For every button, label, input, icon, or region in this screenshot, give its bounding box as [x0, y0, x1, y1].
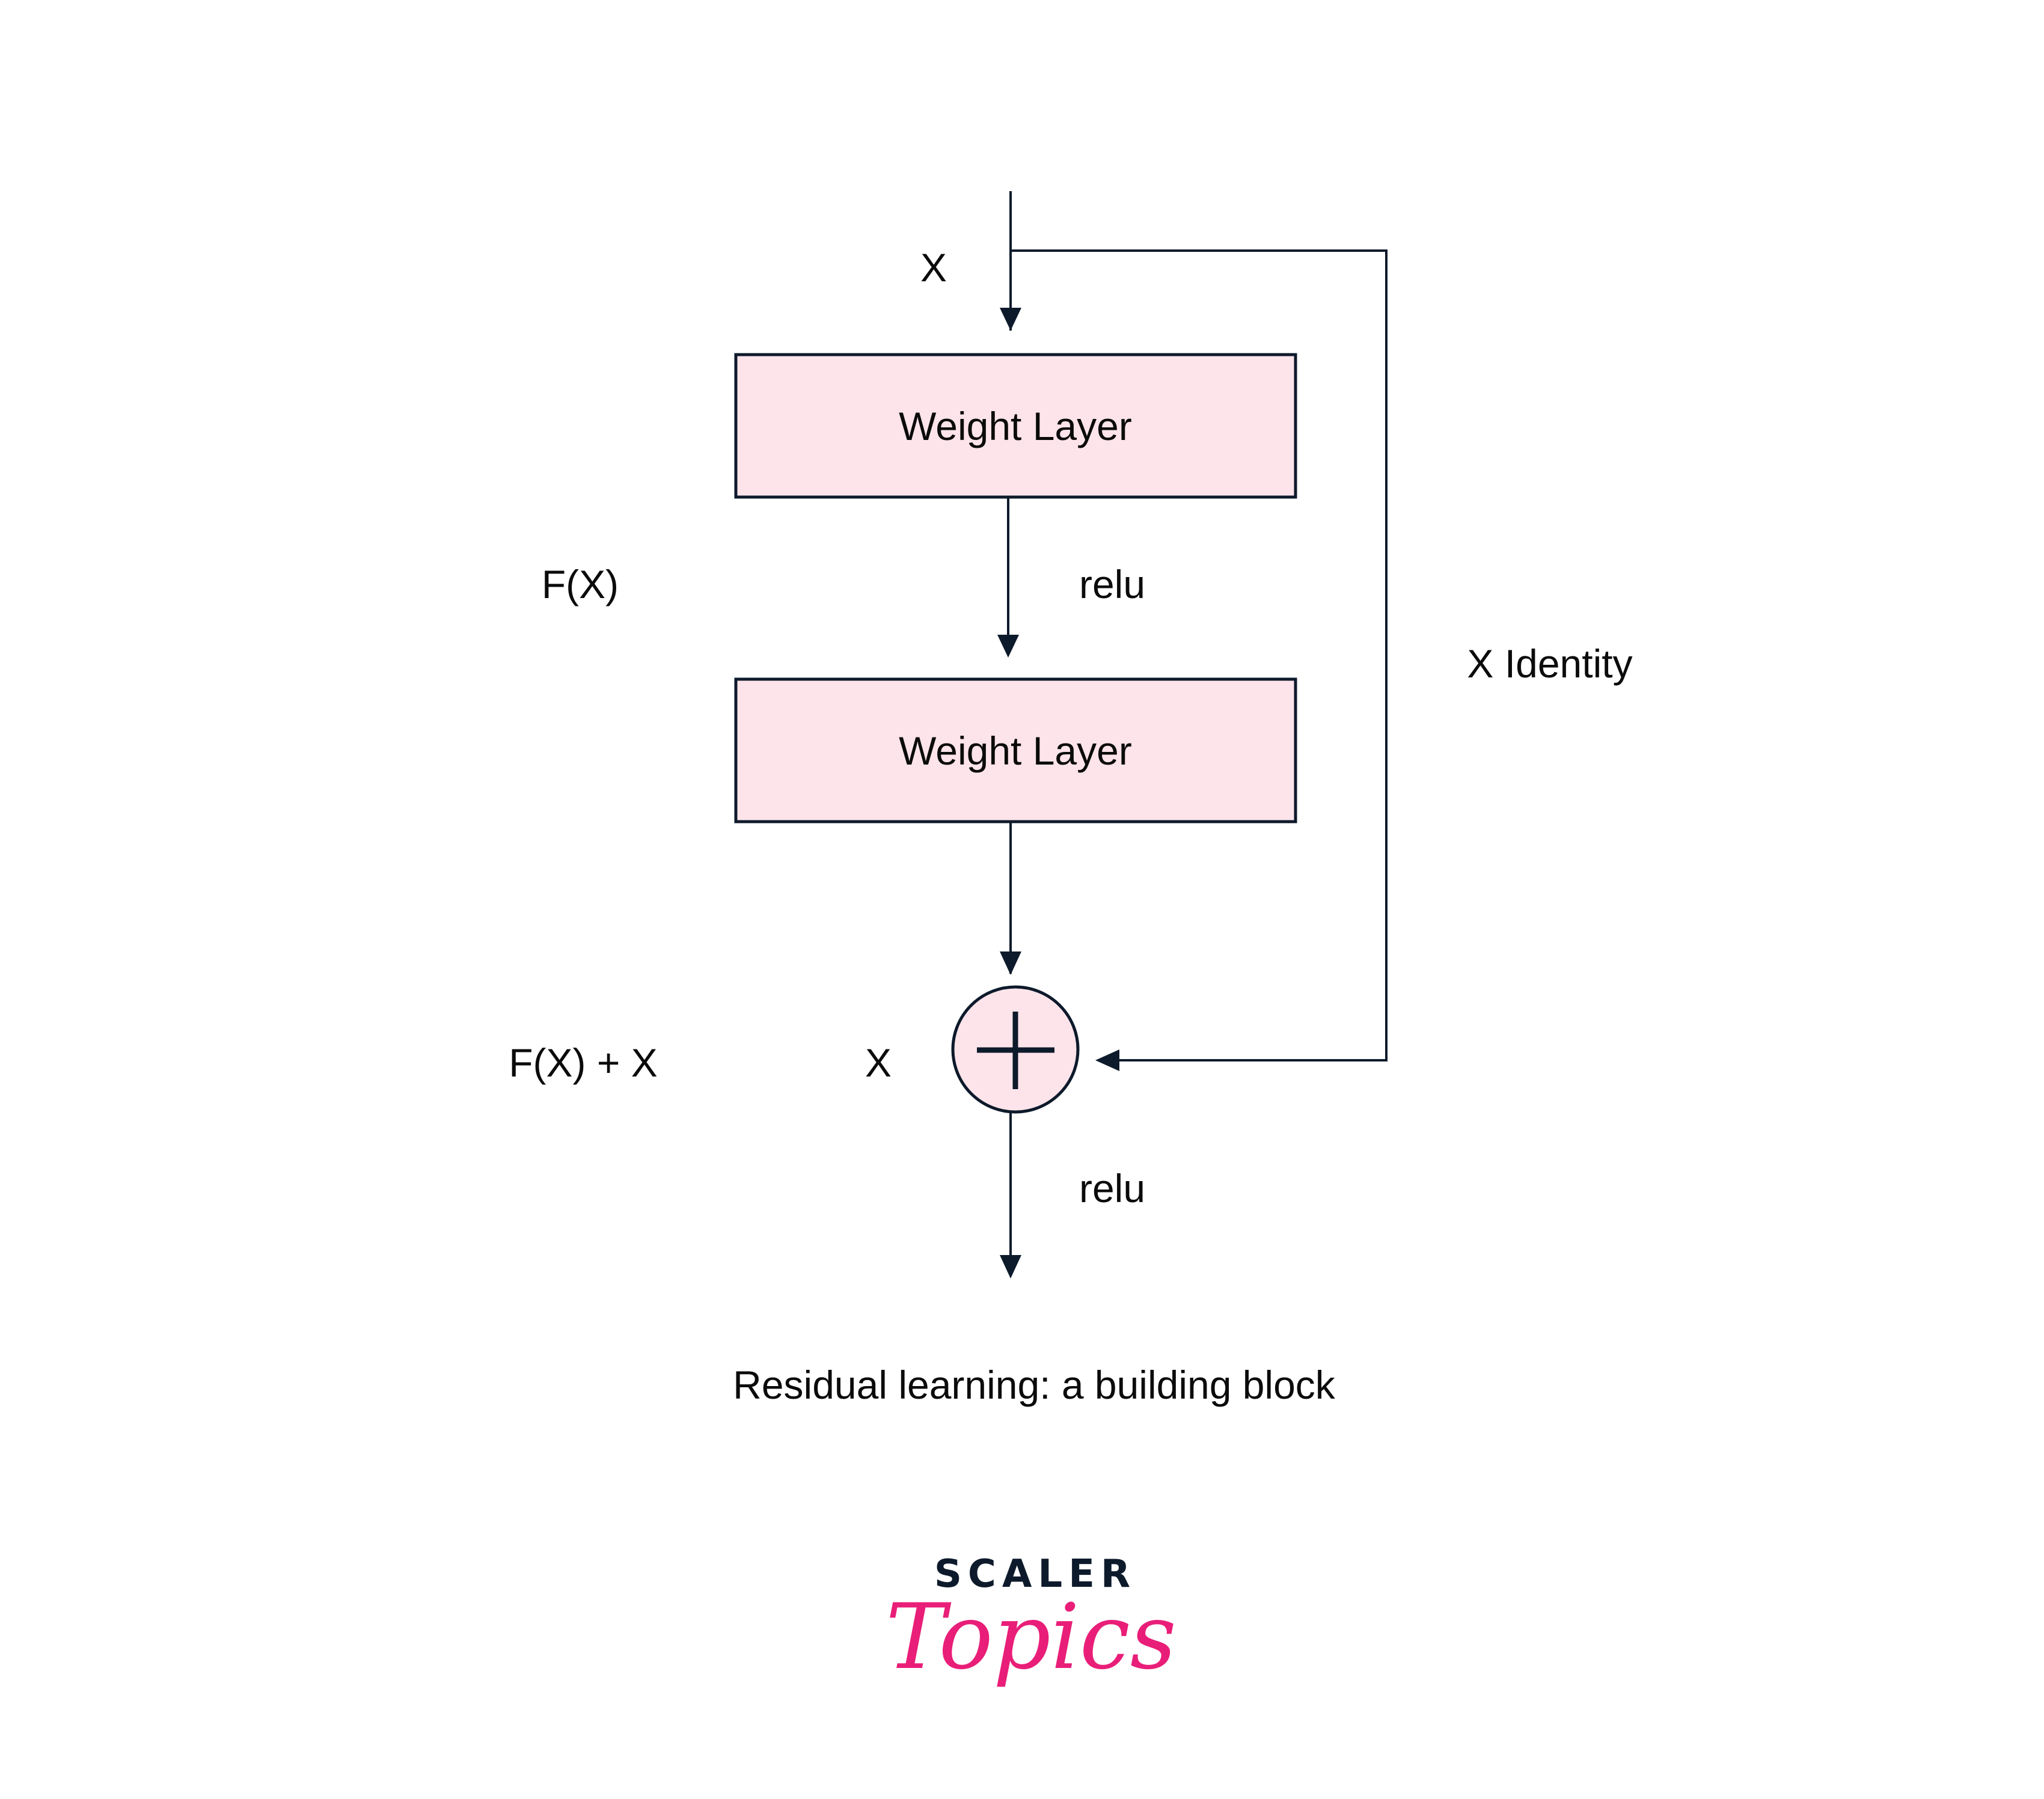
diagram-caption: Residual learning: a building block: [733, 1363, 1336, 1407]
logo-scaler-text: SCALER: [934, 1552, 1136, 1596]
weight-layer-2-label: Weight Layer: [899, 728, 1132, 773]
output-arrowhead: [1000, 1255, 1021, 1278]
identity-arrowhead: [1095, 1049, 1119, 1071]
identity-skip-connection: [1011, 249, 1388, 1061]
sum-x-label: X: [865, 1040, 892, 1085]
plus-icon: [977, 1012, 1054, 1089]
weight-layer-2: [734, 677, 1297, 823]
input-arrowhead: [1000, 308, 1021, 331]
input-x-label: X: [920, 245, 947, 290]
weight-layer-1-label: Weight Layer: [899, 404, 1132, 448]
relu-label-2: relu: [1079, 1166, 1145, 1211]
fx-label: F(X): [542, 562, 619, 606]
layer2-to-sum-arrowhead: [1000, 951, 1021, 975]
fx-plus-x-label: F(X) + X: [509, 1040, 658, 1085]
weight-layer-1: [734, 353, 1297, 499]
identity-label: X Identity: [1467, 641, 1632, 686]
relu-label-1: relu: [1079, 562, 1145, 606]
logo-topics-text: Topics: [886, 1585, 1177, 1690]
layer1-to-layer2-arrowhead: [997, 635, 1019, 658]
scaler-topics-logo: SCALER Topics: [886, 1552, 1177, 1690]
